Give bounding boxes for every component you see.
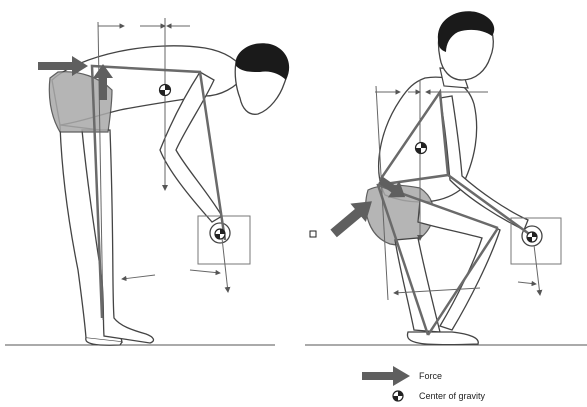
plumb-line-6 <box>534 245 540 295</box>
legend-cog-label: Center of gravity <box>419 391 486 401</box>
legend-force-label: Force <box>419 371 442 381</box>
small-square-marker <box>310 231 316 237</box>
center-of-gravity-icon <box>416 143 427 154</box>
center-of-gravity-icon <box>527 232 537 242</box>
figure-squat-lift <box>305 11 587 345</box>
center-of-gravity-icon <box>160 85 171 96</box>
dim-arrow-bottom-1 <box>122 275 155 279</box>
dim-arrow-bottom-4 <box>518 282 536 284</box>
legend: Force Center of gravity <box>362 366 486 401</box>
lever-line-right-leg <box>428 228 498 335</box>
center-of-gravity-icon <box>215 229 225 239</box>
center-of-gravity-icon <box>393 391 403 401</box>
arm-squat <box>440 96 528 230</box>
force-arrow-icon <box>362 366 410 386</box>
foot-right <box>407 332 478 345</box>
plumb-line-3 <box>222 238 228 292</box>
figure-stooped-lift <box>5 18 289 345</box>
dim-arrow-bottom-2 <box>190 270 220 273</box>
back-leg-squat <box>395 238 440 332</box>
